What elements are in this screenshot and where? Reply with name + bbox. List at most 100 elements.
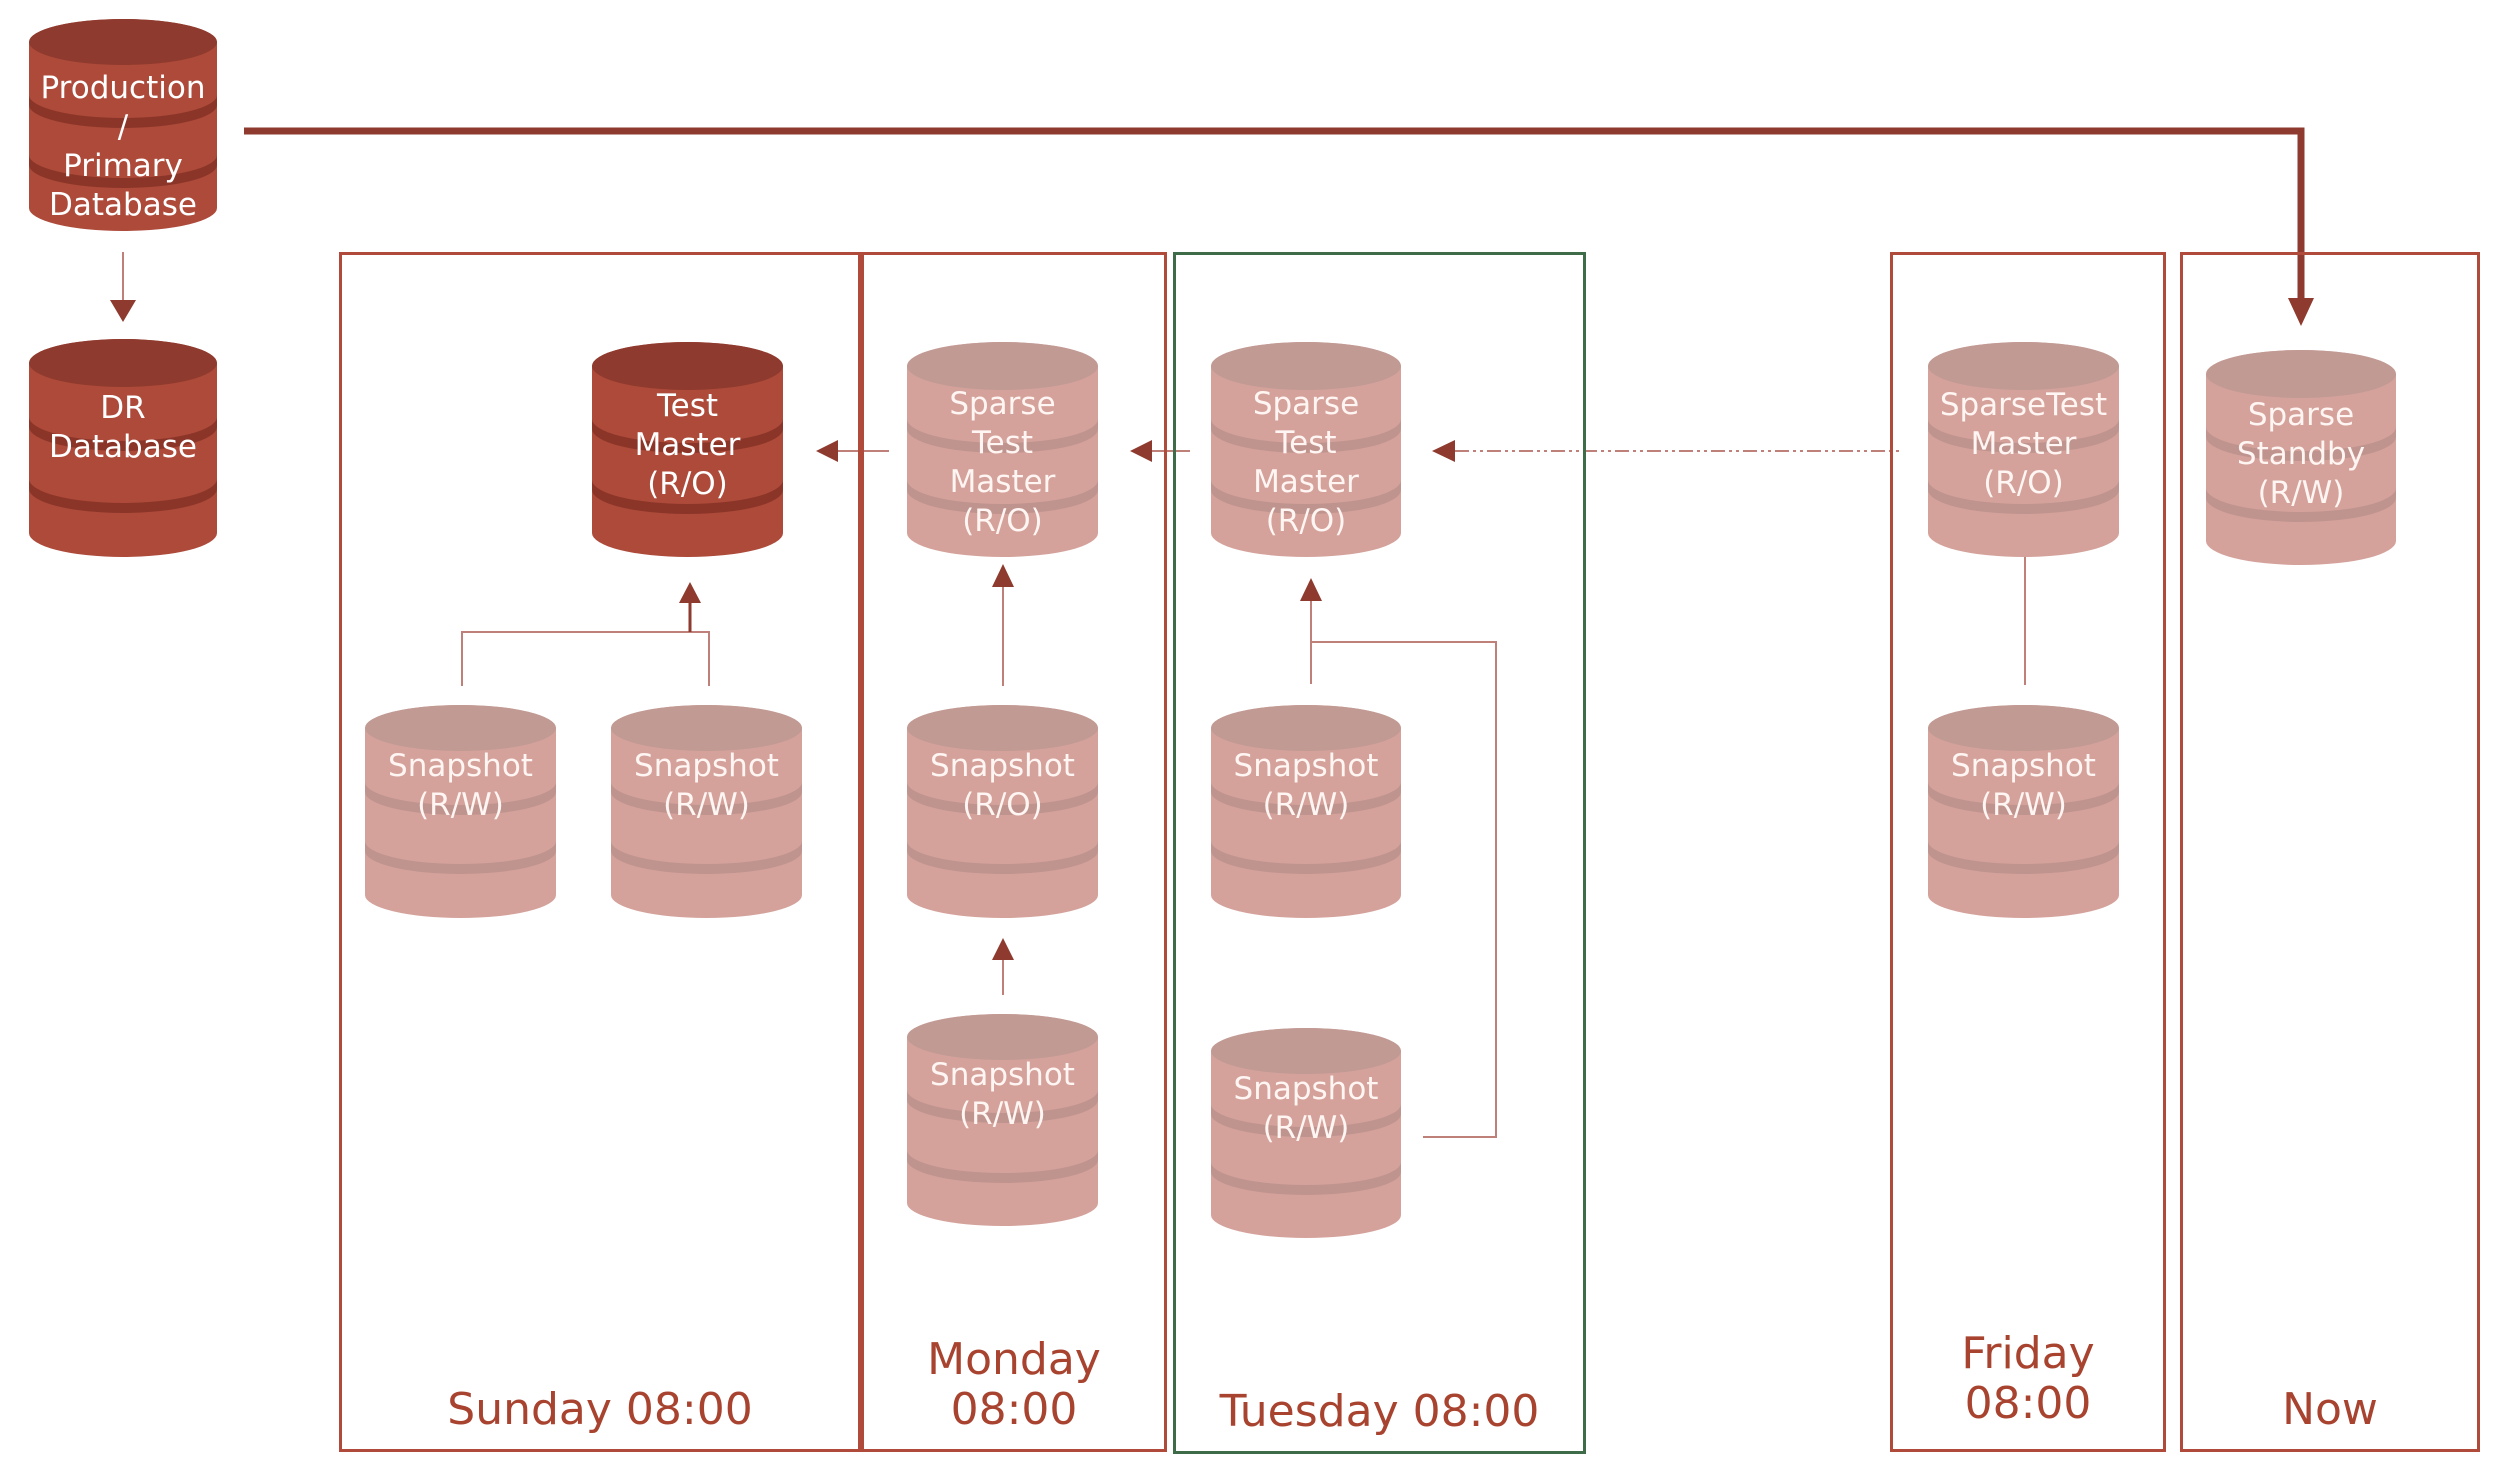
arrowhead-icon	[1300, 578, 1322, 601]
cylinder-band	[907, 480, 1098, 514]
cylinder-band	[29, 155, 217, 188]
database-cylinder-icon	[29, 339, 217, 557]
label-line: Master	[1970, 426, 2077, 462]
label-line: Database	[49, 429, 197, 465]
connector-tuesday-to-monday-master	[1130, 440, 1190, 462]
cylinder-band	[907, 782, 1098, 815]
cylinder-top	[907, 1014, 1098, 1060]
panel-label-monday-time: 08:00	[950, 1384, 1078, 1435]
label-line: DR	[100, 390, 146, 426]
label-line: (R/O)	[1265, 503, 1347, 539]
connector-friday-to-tuesday-master	[1432, 440, 1902, 462]
database-tuesday-snapshot-1[interactable]: Snapshot (R/W)	[1211, 705, 1401, 918]
label-line: (R/O)	[1983, 465, 2064, 501]
database-label: Snapshot (R/W)	[1211, 1070, 1401, 1148]
label-line: Sparse	[2247, 397, 2355, 433]
database-sunday-snapshot-2[interactable]: Snapshot (R/W)	[611, 705, 802, 918]
database-friday-sparse-test-master[interactable]: SparseTest Master (R/O)	[1928, 342, 2119, 557]
database-cylinder-icon	[907, 342, 1098, 557]
arrowhead-icon	[1130, 440, 1152, 462]
database-cylinder-icon	[1928, 705, 2119, 918]
database-monday-sparse-test-master[interactable]: Sparse Test Master (R/O)	[907, 342, 1098, 557]
cylinder-band	[1211, 1162, 1401, 1195]
database-monday-snapshot-rw[interactable]: Snapshot (R/W)	[907, 1014, 1098, 1226]
database-tuesday-sparse-test-master[interactable]: Sparse Test Master (R/O)	[1211, 342, 1401, 557]
cylinder-band	[907, 419, 1098, 453]
panel-friday: Friday 08:00	[1890, 252, 2166, 1452]
panel-label-friday: Friday 08:00	[1893, 1329, 2163, 1429]
cylinder-top	[907, 705, 1098, 751]
cylinder-top	[365, 705, 556, 751]
label-line: Test	[971, 425, 1034, 461]
database-sunday-snapshot-1[interactable]: Snapshot (R/W)	[365, 705, 556, 918]
connector-monday-snapshot-rw-to-ro	[992, 938, 1014, 995]
label-line: Master	[1253, 464, 1359, 500]
label-line: Snapshot	[1233, 748, 1379, 784]
database-production-primary[interactable]: Production / Primary Database	[29, 19, 217, 231]
cylinder-band	[1211, 480, 1401, 514]
database-dr[interactable]: DR Database	[29, 339, 217, 557]
cylinder-band	[365, 841, 556, 874]
database-cylinder-icon	[1211, 1028, 1401, 1238]
label-line: (R/W)	[2257, 475, 2345, 511]
label-line: (R/O)	[647, 466, 728, 502]
connector-production-to-standby	[244, 127, 2314, 326]
database-cylinder-icon	[592, 342, 783, 557]
cylinder-top	[611, 705, 802, 751]
label-line: /	[117, 109, 129, 145]
label-line: Master	[949, 464, 1056, 500]
cylinder-top	[1928, 342, 2119, 390]
database-tuesday-snapshot-2[interactable]: Snapshot (R/W)	[1211, 1028, 1401, 1238]
cylinder-band	[592, 480, 783, 514]
label-line: Snapshot	[1233, 1071, 1379, 1107]
database-label: Snapshot (R/W)	[1928, 747, 2119, 825]
connector-sunday-snapshots-to-master	[461, 582, 710, 686]
label-line: (R/W)	[1262, 787, 1350, 823]
database-cylinder-icon	[1211, 705, 1401, 918]
cylinder-top	[29, 19, 217, 65]
cylinder-band	[29, 417, 217, 451]
database-friday-snapshot[interactable]: Snapshot (R/W)	[1928, 705, 2119, 918]
arrowhead-icon	[110, 300, 136, 322]
panel-label-monday-day: Monday	[927, 1334, 1101, 1385]
label-line: Test	[656, 388, 719, 424]
cylinder-band	[29, 479, 217, 513]
panel-label-sunday: Sunday 08:00	[447, 1384, 753, 1435]
label-line: Sparse	[949, 386, 1056, 422]
cylinder-band	[1211, 782, 1401, 815]
cylinder-band	[611, 782, 802, 815]
label-line: Snapshot	[388, 748, 533, 784]
database-label: Snapshot (R/W)	[365, 747, 556, 825]
label-line: Primary	[63, 148, 183, 184]
label-line: (R/W)	[959, 1096, 1046, 1132]
arrowhead-icon	[679, 582, 701, 603]
arrowhead-icon	[816, 440, 838, 462]
label-line: (R/O)	[962, 787, 1043, 823]
cylinder-band	[907, 841, 1098, 874]
database-cylinder-icon	[29, 19, 217, 231]
label-line: Sparse	[1252, 386, 1360, 422]
label-line: Snapshot	[930, 748, 1075, 784]
panel-tuesday: Tuesday 08:00	[1173, 252, 1586, 1454]
database-label: Snapshot (R/W)	[907, 1056, 1098, 1134]
label-line: (R/W)	[417, 787, 504, 823]
database-sunday-test-master[interactable]: Test Master (R/O)	[592, 342, 783, 557]
database-now-sparse-standby[interactable]: Sparse Standby (R/W)	[2206, 350, 2396, 565]
cylinder-top	[592, 342, 783, 390]
panel-sunday: Sunday 08:00	[339, 252, 861, 1452]
panel-label-now: Now	[2282, 1384, 2378, 1435]
label-line: Database	[49, 187, 197, 223]
database-cylinder-icon	[2206, 350, 2396, 565]
cylinder-band	[1928, 419, 2119, 453]
arrowhead-icon	[992, 938, 1014, 960]
database-monday-snapshot-ro[interactable]: Snapshot (R/O)	[907, 705, 1098, 918]
database-cylinder-icon	[365, 705, 556, 918]
label-line: (R/W)	[663, 787, 750, 823]
cylinder-band	[1928, 480, 2119, 514]
cylinder-band	[1211, 841, 1401, 874]
cylinder-band	[1928, 841, 2119, 874]
cylinder-band	[29, 95, 217, 128]
label-line: Snapshot	[634, 748, 779, 784]
